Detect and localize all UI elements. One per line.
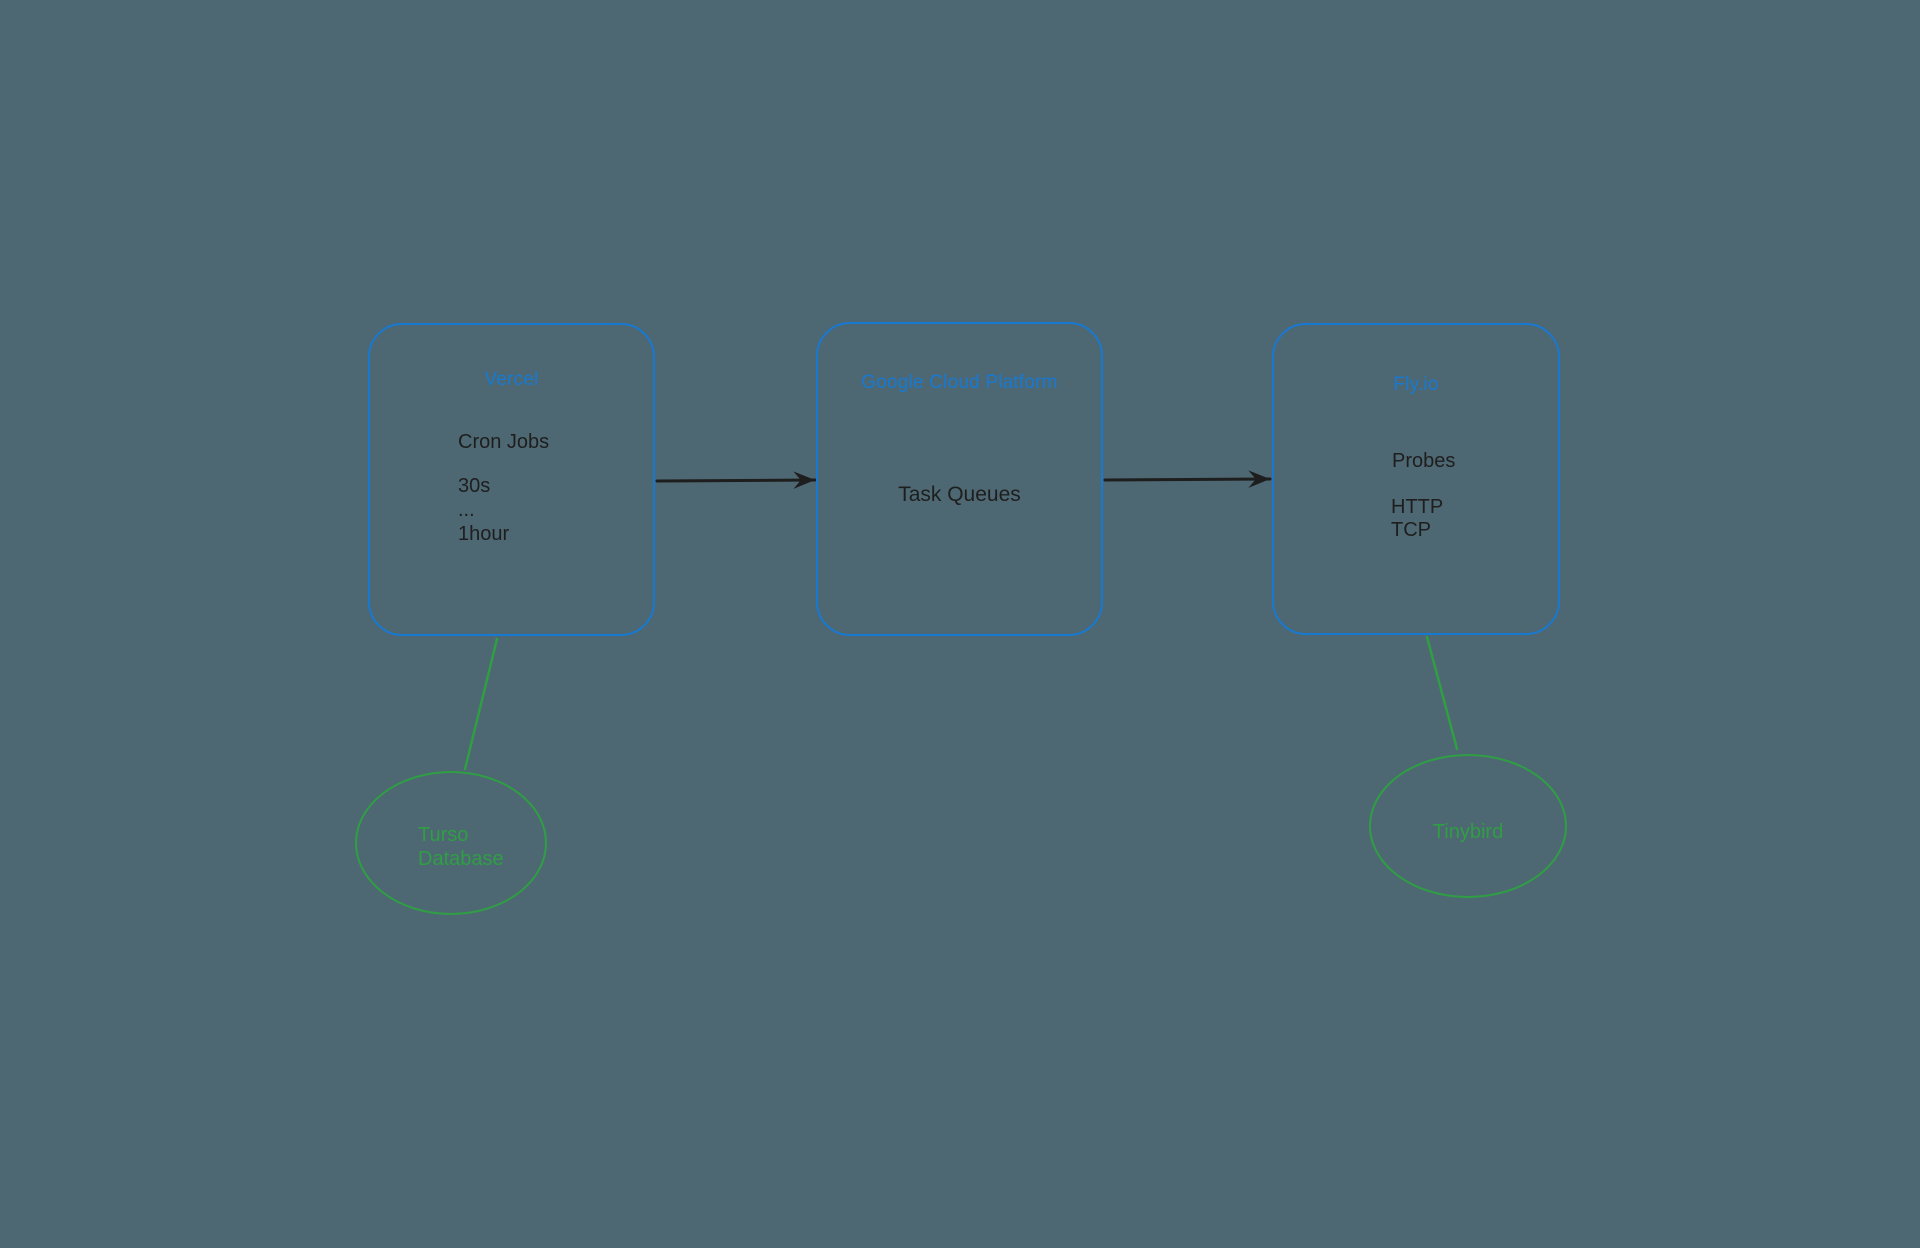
node-flyio-item: HTTP — [1391, 496, 1444, 518]
node-vercel[interactable]: Vercel Cron Jobs 30s ... 1hour — [368, 323, 655, 636]
node-vercel-items: 30s ... 1hour — [458, 474, 509, 546]
line-flyio-to-tinybird[interactable] — [1425, 635, 1459, 751]
node-turso[interactable]: Turso Database — [355, 771, 547, 915]
node-vercel-item: 30s — [458, 475, 491, 497]
node-turso-line: Database — [418, 848, 504, 870]
node-gcp-label: Task Queues — [898, 483, 1021, 506]
arrow-vercel-to-gcp[interactable] — [655, 471, 817, 489]
node-tinybird[interactable]: Tinybird — [1369, 754, 1567, 898]
node-flyio[interactable]: Fly.io Probes HTTP TCP — [1272, 323, 1560, 635]
node-flyio-title: Fly.io — [1393, 374, 1439, 395]
line-vercel-to-turso[interactable] — [463, 637, 499, 771]
node-turso-label: Turso Database — [418, 823, 504, 871]
node-gcp[interactable]: Google Cloud Platform Task Queues — [816, 322, 1103, 636]
node-vercel-title: Vercel — [484, 369, 539, 390]
node-flyio-label: Probes — [1392, 450, 1456, 472]
arrow-gcp-to-flyio[interactable] — [1103, 470, 1272, 488]
node-gcp-title: Google Cloud Platform — [861, 372, 1058, 393]
node-tinybird-label: Tinybird — [1432, 821, 1504, 843]
node-turso-line: Turso — [418, 824, 469, 846]
node-flyio-items: HTTP TCP — [1391, 496, 1443, 542]
node-vercel-label: Cron Jobs — [458, 431, 550, 453]
node-vercel-item: ... — [458, 499, 475, 521]
node-vercel-item: 1hour — [458, 523, 510, 545]
node-flyio-item: TCP — [1391, 519, 1431, 541]
